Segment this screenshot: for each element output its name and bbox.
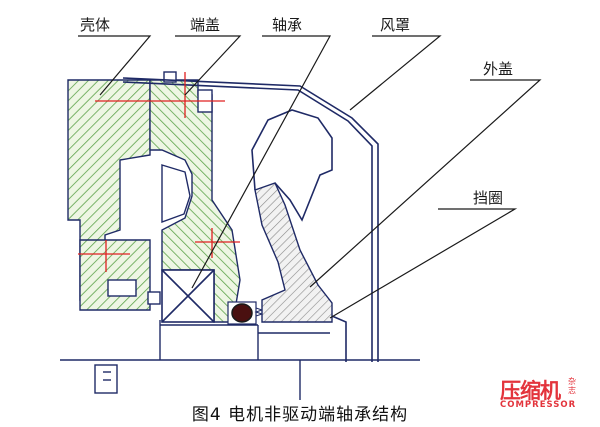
label-retaining-ring: 挡圈: [473, 189, 503, 207]
shaft: [60, 320, 420, 400]
leader-lines: [78, 35, 542, 319]
logo-sub-text: COMPRESSOR: [500, 400, 577, 410]
label-outer-cover: 外盖: [483, 60, 513, 78]
label-end-cover: 端盖: [190, 16, 220, 34]
housing: [67, 79, 161, 311]
label-housing: 壳体: [80, 16, 110, 34]
label-bearing: 轴承: [272, 16, 302, 34]
compressor-logo: 压缩机 杂志 COMPRESSOR: [500, 375, 596, 415]
end-cover: [149, 71, 241, 323]
seal: [227, 301, 264, 325]
logo-main-text: 压缩机: [500, 379, 561, 403]
fan-cover: [122, 77, 379, 362]
outer-cover: [254, 182, 333, 323]
bearing: [161, 269, 215, 323]
logo-side-text: 杂志: [568, 377, 576, 395]
figure-caption: 图4 电机非驱动端轴承结构: [191, 405, 409, 425]
label-fan-cover: 风罩: [380, 16, 410, 34]
